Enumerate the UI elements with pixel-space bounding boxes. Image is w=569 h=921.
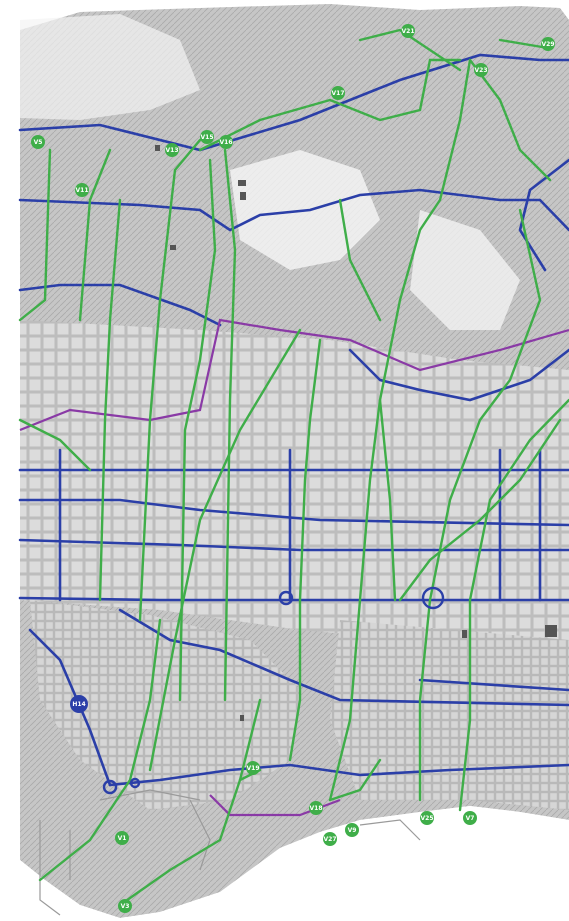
badge-v9-label: V9 (348, 827, 357, 834)
badge-v3: V3 (118, 899, 132, 913)
badge-v21-label: V21 (402, 28, 415, 35)
badge-v5-label: V5 (34, 139, 43, 146)
badge-v15: V15 (200, 130, 214, 144)
roundabout-west (278, 590, 294, 606)
badge-v18: V18 (309, 801, 323, 815)
badge-v27-label: V27 (324, 836, 337, 843)
badge-v25-label: V25 (421, 815, 434, 822)
green-routes (18, 28, 569, 907)
east-district (330, 620, 569, 810)
roundabout-east (421, 586, 445, 610)
roundabout-coast-2 (129, 777, 141, 789)
blue-routes (18, 53, 569, 787)
badge-v16-label: V16 (220, 139, 233, 146)
badge-v21: V21 (401, 24, 415, 38)
port (39, 789, 421, 916)
badge-v19-label: V19 (247, 765, 260, 772)
landmark-buildings (155, 145, 557, 721)
badge-v15-label: V15 (201, 134, 214, 141)
old-town-blocks (30, 600, 300, 810)
hill-area (20, 14, 200, 120)
badge-v11: V11 (75, 183, 89, 197)
badge-v27: V27 (323, 832, 337, 846)
badge-v16: V16 (219, 135, 233, 149)
badge-v5: V5 (31, 135, 45, 149)
badge-v13: V13 (165, 143, 179, 157)
badge-v29-label: V29 (542, 41, 555, 48)
badge-v18-label: V18 (310, 805, 323, 812)
badge-v3-label: V3 (121, 903, 130, 910)
badge-v7-label: V7 (466, 815, 475, 822)
badge-v23-label: V23 (475, 67, 488, 74)
roundabouts (102, 586, 445, 795)
badge-v19: V19 (246, 761, 260, 775)
badge-h14-label: H14 (72, 701, 85, 708)
badge-v7: V7 (463, 811, 477, 825)
badge-v25: V25 (420, 811, 434, 825)
badge-v13-label: V13 (166, 147, 179, 154)
badge-v9: V9 (345, 823, 359, 837)
badge-v1-label: V1 (118, 835, 127, 842)
park-area-east (410, 210, 520, 330)
badge-v29: V29 (541, 37, 555, 51)
badge-v23: V23 (474, 63, 488, 77)
eixample-grid (20, 320, 569, 650)
roundabout-coast (102, 779, 118, 795)
sea (0, 806, 569, 921)
badge-v17-label: V17 (332, 90, 345, 97)
badge-v11-label: V11 (76, 187, 89, 194)
badge-v17: V17 (331, 86, 345, 100)
badge-h14: H14 (70, 695, 88, 713)
badge-v1: V1 (115, 831, 129, 845)
